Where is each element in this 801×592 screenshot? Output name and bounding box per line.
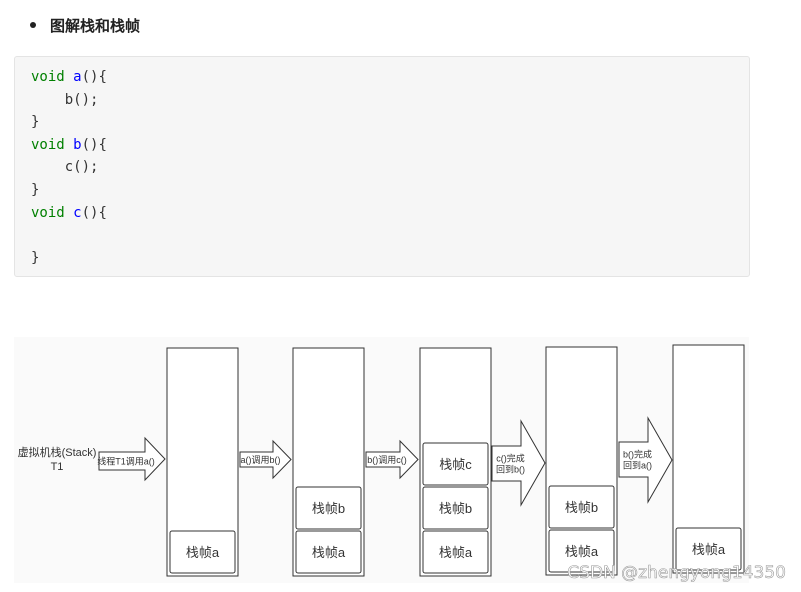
- stack-frame-box: [548, 485, 615, 529]
- stack-frame-label: 栈帧a: [565, 544, 599, 559]
- stack-frame-label: 栈帧b: [565, 500, 598, 515]
- arrow-shape: [618, 416, 673, 504]
- bullet-icon: [30, 22, 36, 28]
- stack-frame-box: [295, 530, 362, 574]
- arrow-label: 线程T1调用a(): [97, 456, 155, 467]
- thread-label: T1: [51, 461, 64, 473]
- arrow-label: c()完成: [496, 453, 525, 464]
- stack-frame-label: 栈帧a: [186, 545, 220, 560]
- code-function-name: b: [73, 136, 82, 153]
- code-text: }: [31, 181, 40, 198]
- code-keyword: void: [31, 204, 65, 221]
- stack-frame-box: [295, 486, 362, 530]
- arrow-shape: [98, 436, 166, 482]
- code-text: (){: [81, 204, 107, 221]
- stack-frame-box: [422, 486, 489, 530]
- arrow-shape: [365, 439, 419, 480]
- stack-frame-label: 栈帧b: [439, 501, 472, 516]
- stack-frame-label: 栈帧a: [439, 545, 473, 560]
- code-text: (){: [81, 69, 107, 85]
- code-line-8: [31, 224, 749, 247]
- code-text: }: [31, 249, 40, 266]
- stack-frame-label: 栈帧a: [692, 542, 726, 557]
- code-line-7: void c(){: [31, 202, 749, 225]
- code-indent: [31, 159, 65, 175]
- code-function-name: c: [73, 204, 82, 221]
- section-heading: 图解栈和栈帧: [50, 16, 141, 35]
- code-line-5: c();: [31, 156, 749, 179]
- code-block[interactable]: void a(){ b(); } void b(){ c(); } void c…: [14, 56, 750, 277]
- code-text: b();: [64, 91, 99, 108]
- code-line-3: }: [31, 111, 749, 134]
- heading-row: 图解栈和栈帧: [30, 12, 140, 38]
- code-line-1: void a(){: [31, 66, 749, 89]
- code-keyword: void: [31, 69, 65, 85]
- stack-frame-box: [169, 530, 236, 574]
- code-line-2: b();: [31, 89, 749, 112]
- stack-frame-box: [675, 527, 742, 571]
- diagram-canvas: 栈帧a 栈帧a 栈帧b 栈帧a 栈帧b 栈帧c 栈帧a 栈帧b 栈帧a 虚拟机栈(Stack) T1…: [14, 337, 786, 583]
- code-line-4: void b(){: [31, 134, 749, 157]
- code-function-name: a: [73, 69, 82, 85]
- stack-frame-label: 栈帧a: [312, 545, 346, 560]
- arrow-shape: [491, 419, 546, 507]
- code-text: c();: [64, 159, 99, 176]
- code-indent: [31, 92, 65, 108]
- stack-frame-diagram: 栈帧a 栈帧a 栈帧b 栈帧a 栈帧b 栈帧c 栈帧a 栈帧b 栈帧a 虚拟机栈(Stack) T1…: [0, 335, 801, 585]
- code-line-9: }: [31, 247, 749, 270]
- arrow-label: b()完成: [623, 449, 652, 460]
- code-text: }: [31, 114, 40, 131]
- stack-label: 虚拟机栈(Stack): [18, 445, 97, 459]
- stack-frame-label: 栈帧c: [439, 457, 472, 472]
- stack-frame-box: [422, 530, 489, 574]
- code-line-6: }: [31, 179, 749, 202]
- arrow-label: 回到b(): [496, 464, 525, 475]
- watermark-text: CSDN @zhengyong14350: [567, 563, 786, 583]
- code-keyword: void: [31, 136, 65, 153]
- arrow-label: a()调用b(): [241, 455, 281, 465]
- stack-frame-box: [548, 529, 615, 573]
- stack-frame-box: [422, 442, 489, 486]
- stack-frame-label: 栈帧b: [312, 501, 345, 516]
- arrow-label: 回到a(): [623, 460, 652, 471]
- arrow-shape: [239, 439, 292, 480]
- code-text: (){: [81, 136, 107, 153]
- arrow-label: b()调用c(): [367, 455, 407, 465]
